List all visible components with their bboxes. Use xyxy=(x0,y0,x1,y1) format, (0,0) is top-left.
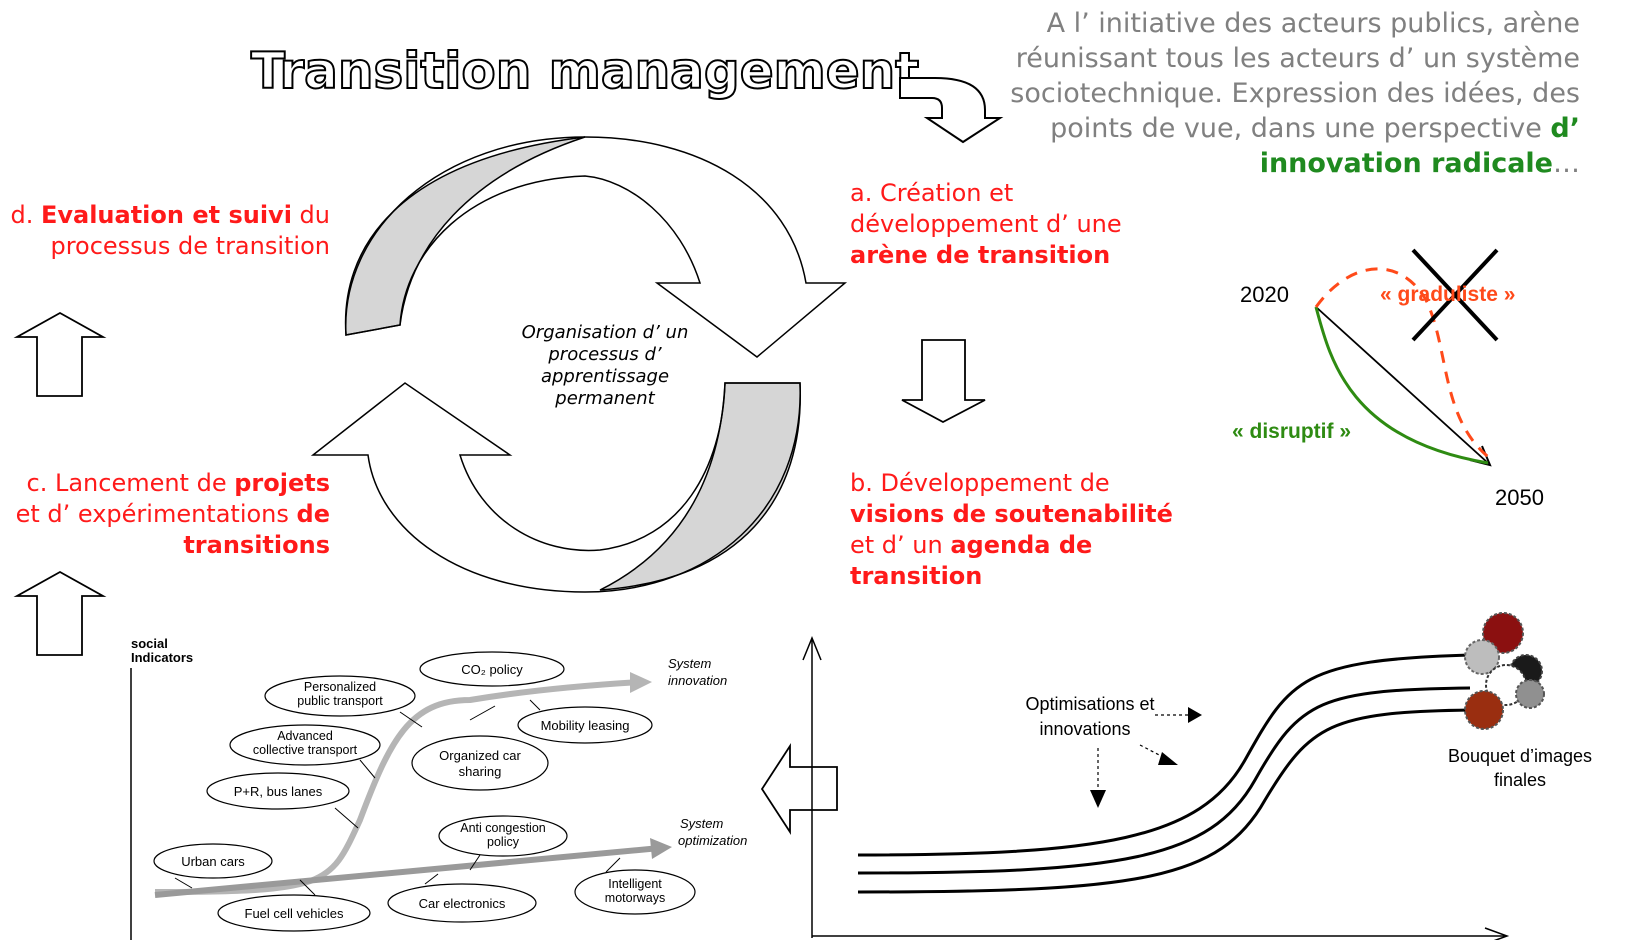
bubble-label: policy xyxy=(487,835,520,849)
step-a-label: a. Création et développement d’ une arèn… xyxy=(850,178,1180,271)
sys-optimization-label-1: System xyxy=(680,816,724,831)
disruptive-label: « disruptif » xyxy=(1232,420,1352,443)
right-x-axis-head xyxy=(1484,927,1510,940)
step-d-text: d. xyxy=(10,201,41,229)
intro-paragraph: A l’ initiative des acteurs publics, arè… xyxy=(980,6,1580,181)
up-arrow-top xyxy=(13,311,107,397)
bubble-label: P+R, bus lanes xyxy=(234,784,323,799)
bubble-label: Anti congestion xyxy=(460,821,546,835)
year-end: 2050 xyxy=(1495,485,1544,510)
year-start: 2020 xyxy=(1240,282,1289,307)
up-arrow-bottom xyxy=(13,570,107,656)
step-d-bold: Evaluation et suivi xyxy=(40,201,292,229)
bubble-label: Urban cars xyxy=(181,854,245,869)
bubble-label: Car electronics xyxy=(419,896,506,911)
bubble-fuel-cell: Fuel cell vehicles xyxy=(217,894,371,932)
cycle-arrow-bottom xyxy=(310,382,801,593)
down-arrow xyxy=(901,339,986,424)
slide-title: Transition management xyxy=(251,42,919,100)
cycle-arrow-bottom-shade xyxy=(599,382,801,591)
sys-y-label-2: Indicators xyxy=(131,650,193,665)
sys-optimization-label-2: optimization xyxy=(678,833,747,848)
bubble-co2-policy: CO₂ policy xyxy=(419,651,565,687)
bubble-label: Fuel cell vehicles xyxy=(245,906,344,921)
bubble-anti-congestion: Anti congestion policy xyxy=(438,815,568,857)
cycle-arrow-top xyxy=(345,136,848,358)
sys-innovation-arrowhead xyxy=(630,672,652,693)
bubble-label: Intelligent xyxy=(608,877,662,891)
sys-innovation-label-1: System xyxy=(668,656,712,671)
gradualist-path xyxy=(1314,267,1493,462)
cycle-arrow-top-shade xyxy=(344,136,586,336)
trajectory-1 xyxy=(857,653,1471,857)
step-b-bold-2: agenda de transition xyxy=(850,531,1093,590)
optim-pointer-2 xyxy=(1139,744,1166,759)
step-a-text: a. Création et développement d’ une xyxy=(850,179,1122,238)
bouquet-circle-grey xyxy=(1464,639,1500,675)
bubble-intelligent-motorways: Intelligent motorways xyxy=(574,869,696,915)
step-b-label: b. Développement de visions de soutenabi… xyxy=(850,468,1190,592)
optim-pointer-1-head xyxy=(1188,707,1202,723)
sys-optimization-curve xyxy=(154,845,661,898)
disruptive-path xyxy=(1314,306,1489,465)
left-arrow xyxy=(760,742,838,836)
bouquet-circle-brown xyxy=(1464,690,1504,730)
intro-suffix: … xyxy=(1553,148,1580,179)
bubble-label: collective transport xyxy=(253,743,358,757)
step-c-label: c. Lancement de projets et d’ expériment… xyxy=(10,468,330,561)
trajectory-2 xyxy=(857,686,1471,875)
bouquet-label-2: finales xyxy=(1494,770,1546,790)
scenario-diagram: 2020 2050 xyxy=(1240,248,1544,510)
step-b-text: b. Développement de xyxy=(850,469,1110,497)
system-diagram: social Indicators System innovation Syst… xyxy=(130,636,747,940)
bubble-mobility-leasing: Mobility leasing xyxy=(517,706,653,744)
sys-optimization-arrowhead xyxy=(650,838,672,859)
optimisations-label-1: Optimisations et xyxy=(1025,694,1154,714)
optim-pointer-3-head xyxy=(1090,790,1106,808)
bubble-label: Personalized xyxy=(304,680,376,694)
bubble-label: sharing xyxy=(459,764,502,779)
bubble-label: public transport xyxy=(297,694,383,708)
step-c-bold-1: projets xyxy=(234,469,330,497)
bubble-label: Mobility leasing xyxy=(541,718,630,733)
title-turn-arrow xyxy=(899,77,1004,144)
cross-line-2 xyxy=(1411,248,1499,342)
step-c-mid: et d’ expérimentations xyxy=(15,500,297,528)
bubble-p-r-bus-lanes: P+R, bus lanes xyxy=(206,772,350,810)
step-b-mid: et d’ un xyxy=(850,531,951,559)
bubble-personalized-transport: Personalized public transport xyxy=(264,675,416,717)
sys-y-label-1: social xyxy=(131,636,168,651)
step-c-bold-2: de transitions xyxy=(183,500,330,559)
bubble-pointers xyxy=(174,699,621,896)
cycle-center-text: Organisation d’ un processus d’ apprenti… xyxy=(521,322,689,409)
intro-highlight: d’ innovation radicale xyxy=(1259,113,1580,179)
bubble-advanced-collective: Advanced collective transport xyxy=(229,724,381,766)
step-a-bold: arène de transition xyxy=(850,241,1111,269)
optimisations-label-2: innovations xyxy=(1039,719,1130,739)
bubble-urban-cars: Urban cars xyxy=(153,843,273,879)
optim-pointer-2-head xyxy=(1158,752,1178,765)
gradualist-label: « graduliste » xyxy=(1380,283,1516,306)
straight-path xyxy=(1315,306,1489,464)
bouquet-diagram: Optimisations et innovations Bouquet d’i… xyxy=(802,612,1592,940)
bubble-car-electronics: Car electronics xyxy=(387,883,537,923)
bubble-label: Organized car xyxy=(439,748,521,763)
sys-innovation-label-2: innovation xyxy=(668,673,727,688)
bouquet-label-1: Bouquet d’images xyxy=(1448,746,1592,766)
step-c-text: c. Lancement de xyxy=(26,469,235,497)
step-d-suffix: du processus de transition xyxy=(50,201,330,260)
right-y-axis-head xyxy=(802,636,822,661)
bubble-label: motorways xyxy=(605,891,665,905)
bubble-label: CO₂ policy xyxy=(461,662,523,677)
bubble-organized-car-sharing: Organized car sharing xyxy=(411,735,549,791)
final-images-bouquet xyxy=(1464,612,1545,730)
trajectory-3 xyxy=(857,708,1471,894)
step-b-bold-1: visions de soutenabilité xyxy=(850,500,1173,528)
step-d-label: d. Evaluation et suivi du processus de t… xyxy=(10,200,330,262)
bouquet-circle-grey-2 xyxy=(1515,679,1545,709)
bubble-label: Advanced xyxy=(277,729,333,743)
intro-text: A l’ initiative des acteurs publics, arè… xyxy=(1010,8,1580,144)
